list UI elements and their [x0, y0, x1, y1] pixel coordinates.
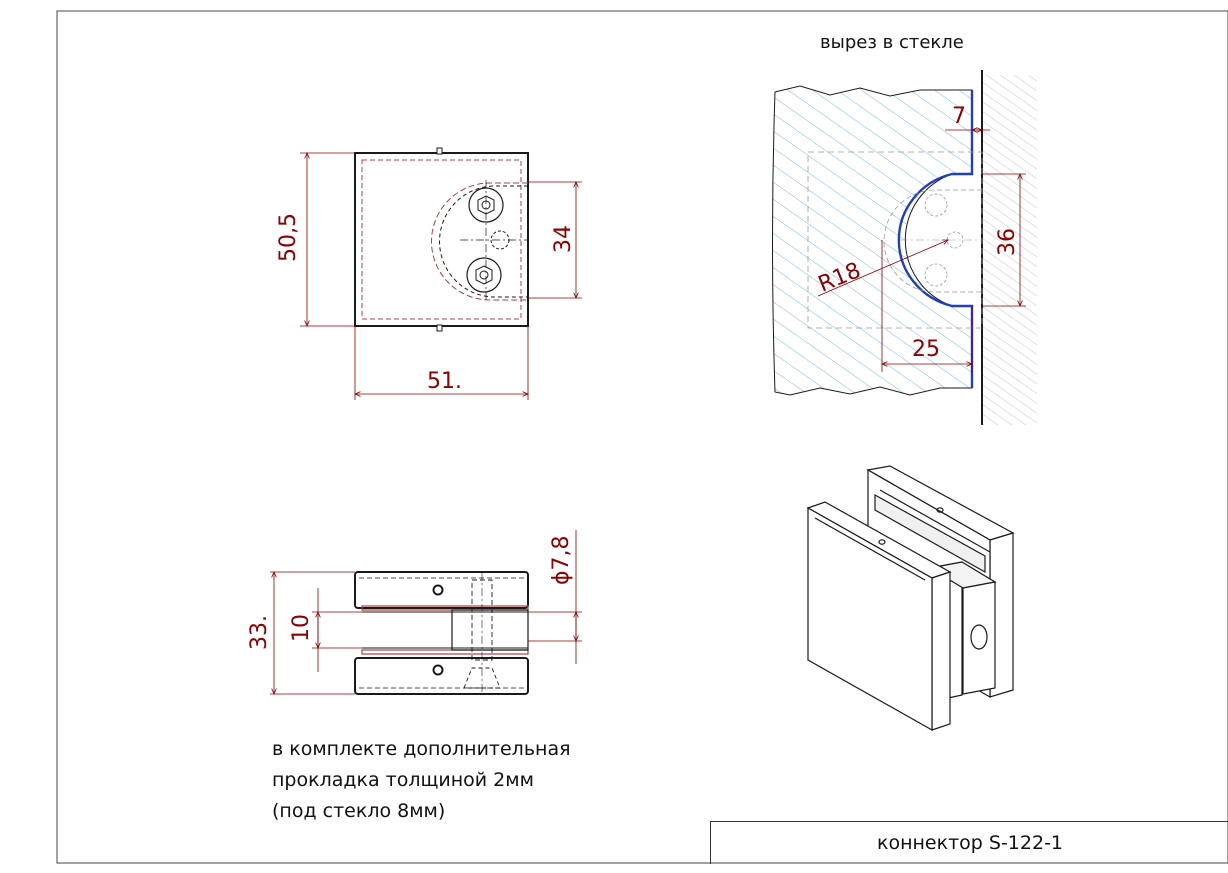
title-block: коннектор S-122-1 — [710, 821, 1228, 864]
cut-depth-dimension: 7 — [952, 104, 966, 129]
glass-gap-dimension: 10 — [289, 614, 314, 642]
side-height-dimension: 33. — [247, 615, 272, 650]
side-view: 33. 10 ϕ7,8 — [247, 530, 582, 695]
hole-spacing-dimension: 34 — [551, 225, 576, 253]
note-line-1: в комплекте дополнительная — [272, 738, 571, 760]
side-bottom-hole-icon — [432, 664, 444, 676]
product-title: коннектор S-122-1 — [876, 832, 1064, 854]
note-line-3: (под стекло 8мм) — [272, 800, 446, 822]
assembly-note: в комплекте дополнительная прокладка тол… — [272, 734, 571, 827]
note-line-2: прокладка толщиной 2мм — [272, 769, 534, 791]
front-height-dimension: 50,5 — [276, 213, 301, 262]
cut-width-dimension: 25 — [912, 337, 940, 362]
front-bottom-screw-icon — [466, 257, 502, 293]
pin-diameter-dimension: ϕ7,8 — [549, 536, 574, 586]
iso-pin-hole-icon — [970, 624, 988, 650]
glass-cutout-view: 7 36 R18 25 — [772, 70, 1037, 425]
sheet-frame — [56, 10, 1228, 864]
front-view: 50,5 51. 34 — [276, 147, 582, 400]
cut-edge — [897, 90, 974, 388]
side-top-hole-icon — [432, 584, 444, 596]
cutout-label: вырез в стекле — [820, 32, 964, 53]
cut-height-dimension: 36 — [995, 228, 1020, 256]
front-width-dimension: 51. — [427, 369, 462, 394]
isometric-view — [806, 465, 1015, 732]
